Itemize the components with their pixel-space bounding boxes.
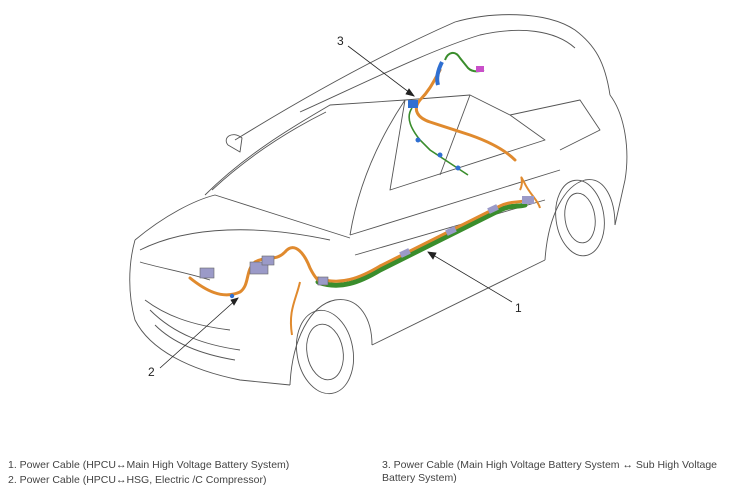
callout-label-1: 1 — [515, 301, 522, 315]
callout-leaders — [159, 45, 513, 369]
legend-item-1: 1. Power Cable (HPCU↔Main High Voltage B… — [8, 459, 290, 471]
legend-item-3: 3. Power Cable (Main High Voltage Batter… — [382, 459, 718, 484]
callout-label-2: 2 — [148, 365, 155, 379]
car-body — [129, 14, 628, 395]
cable-3-sub-battery — [408, 52, 517, 176]
legend-item-2: 2. Power Cable (HPCU↔HSG, Electric /C Co… — [8, 474, 267, 486]
callout-label-3: 3 — [337, 34, 344, 48]
vehicle-cable-diagram: 1 2 3 — [129, 14, 628, 395]
cable-1-main-battery — [315, 176, 541, 288]
cable-2-hsg-compressor — [188, 246, 329, 336]
